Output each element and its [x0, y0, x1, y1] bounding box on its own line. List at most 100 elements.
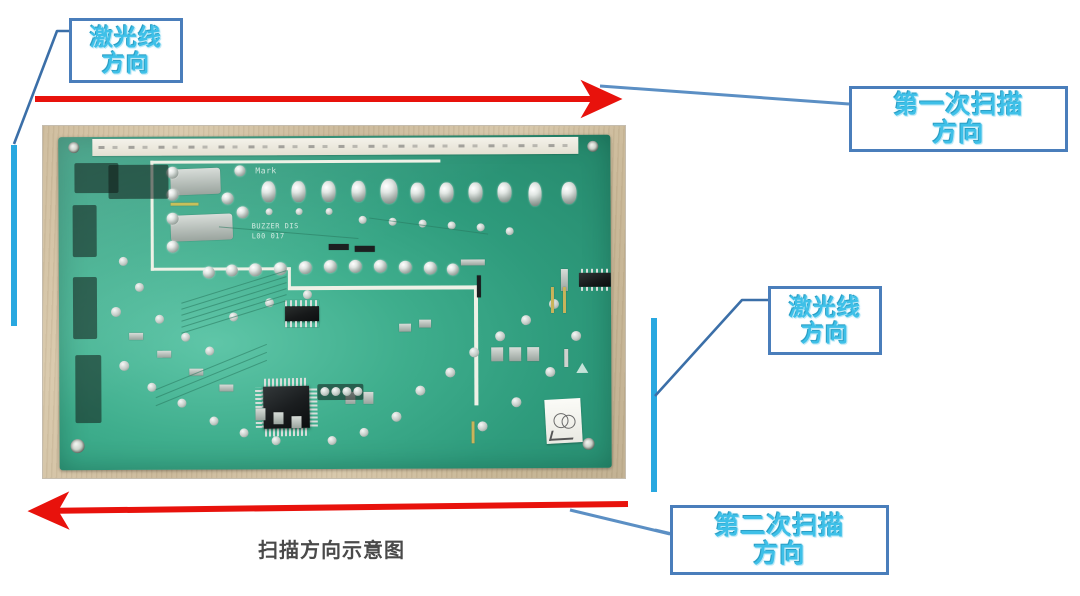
- chip-pins-bottom: [264, 427, 310, 437]
- chip-pins-bottom: [285, 321, 320, 328]
- smd-component: [354, 245, 375, 252]
- solder-mask-channel: [287, 285, 478, 291]
- callout-second-scan-direction[interactable]: 第二次扫描 方向: [670, 505, 889, 575]
- solder-pad: [177, 398, 187, 408]
- solder-pad: [380, 178, 398, 204]
- silkscreen-code-line2: L00 017: [251, 232, 285, 241]
- solder-pad: [373, 259, 387, 273]
- qfp-microcontroller-chip: [255, 377, 318, 437]
- smd-component: [419, 319, 432, 328]
- smd-component: [129, 332, 144, 340]
- mounting-hole: [582, 437, 595, 450]
- solder-pad: [236, 206, 249, 219]
- solder-pad: [528, 182, 542, 207]
- solder-pad: [155, 314, 165, 324]
- solder-pad: [358, 215, 367, 224]
- mounting-hole: [587, 140, 599, 152]
- solder-pad: [239, 428, 249, 438]
- solder-pad: [209, 416, 219, 426]
- solder-pad: [415, 385, 426, 396]
- callout-line-2: 方向: [753, 540, 806, 568]
- callout-line-1: 激光线: [789, 293, 861, 320]
- solder-pad: [439, 182, 454, 203]
- soic-chip: [578, 268, 611, 291]
- solder-pad: [134, 282, 144, 292]
- diagram-caption: 扫描方向示意图: [258, 540, 405, 562]
- leader-line-scan-first: [599, 84, 850, 106]
- solder-pad: [571, 330, 582, 341]
- solder-pad: [181, 332, 191, 342]
- solder-pad: [302, 290, 312, 300]
- smd-component: [291, 416, 302, 429]
- solder-pad: [202, 266, 215, 279]
- chip-pins-top: [284, 300, 320, 307]
- solder-pad: [561, 181, 577, 205]
- solder-pad: [271, 436, 281, 446]
- solder-pad: [353, 386, 363, 396]
- solder-pad: [119, 360, 130, 371]
- smd-component: [273, 412, 284, 425]
- callout-first-scan-direction[interactable]: 第一次扫描 方向: [849, 86, 1068, 152]
- solder-pad: [147, 382, 157, 392]
- smd-component: [491, 347, 504, 362]
- board-top-silkscreen-strip: [92, 136, 579, 157]
- component-footprint: [170, 202, 199, 206]
- solder-pad: [225, 264, 238, 277]
- callout-line-1: 第二次扫描: [714, 512, 845, 540]
- leader-line-laser-right: [654, 298, 768, 397]
- handwritten-label-sticker: [544, 398, 583, 444]
- solder-pad: [261, 181, 276, 203]
- silkscreen-mark-label: Mark: [255, 166, 277, 176]
- solder-pad: [348, 259, 362, 273]
- callout-line-2: 方向: [932, 119, 985, 147]
- solder-pad: [321, 180, 336, 203]
- callout-line-1: 激光线: [90, 23, 162, 50]
- solder-pad: [298, 261, 312, 275]
- solder-pad: [221, 192, 234, 205]
- smd-component: [399, 323, 412, 332]
- solder-pad: [166, 240, 179, 253]
- callout-laser-direction-top[interactable]: 激光线 方向: [69, 18, 183, 83]
- solder-pad: [521, 315, 532, 326]
- chip-body: [263, 385, 310, 429]
- solder-pad: [342, 386, 352, 396]
- solder-pad: [323, 259, 337, 274]
- solder-mask-channel: [473, 285, 479, 406]
- solder-pad: [111, 306, 122, 317]
- sop-chip: [285, 306, 320, 322]
- solder-pad: [359, 427, 369, 437]
- solder-pad: [295, 208, 303, 216]
- callout-laser-direction-right[interactable]: 激光线 方向: [768, 286, 882, 355]
- mounting-hole: [70, 439, 85, 454]
- solder-pad: [445, 367, 456, 378]
- connector-bank: [75, 355, 102, 424]
- mounting-hole: [68, 142, 80, 154]
- solder-pad: [497, 182, 512, 203]
- solder-pad: [505, 227, 514, 236]
- solder-pad: [325, 208, 333, 216]
- connector-bank: [108, 164, 169, 199]
- solder-pad: [477, 421, 488, 432]
- solder-pad: [331, 386, 341, 397]
- solder-pad: [327, 435, 337, 446]
- solder-pad: [423, 261, 437, 275]
- chip-body: [578, 272, 611, 287]
- solder-pad: [545, 367, 556, 378]
- solder-pad: [495, 331, 506, 342]
- solder-pad: [511, 397, 522, 408]
- solder-pad: [320, 387, 330, 397]
- smd-component: [363, 391, 374, 404]
- callout-line-2: 方向: [102, 49, 150, 76]
- solder-pad: [469, 347, 480, 358]
- leader-line-scan-second: [569, 508, 671, 536]
- solder-pad: [398, 260, 412, 274]
- jumper-wire: [476, 275, 481, 298]
- warning-triangle-icon: [576, 362, 589, 373]
- smd-component: [255, 408, 266, 421]
- solder-pad: [351, 180, 366, 202]
- solder-pad: [468, 182, 483, 203]
- smd-component: [157, 350, 172, 358]
- pcb-photo: Mark BUZZER DIS L00 017: [43, 126, 625, 478]
- callout-line-2: 方向: [801, 319, 849, 346]
